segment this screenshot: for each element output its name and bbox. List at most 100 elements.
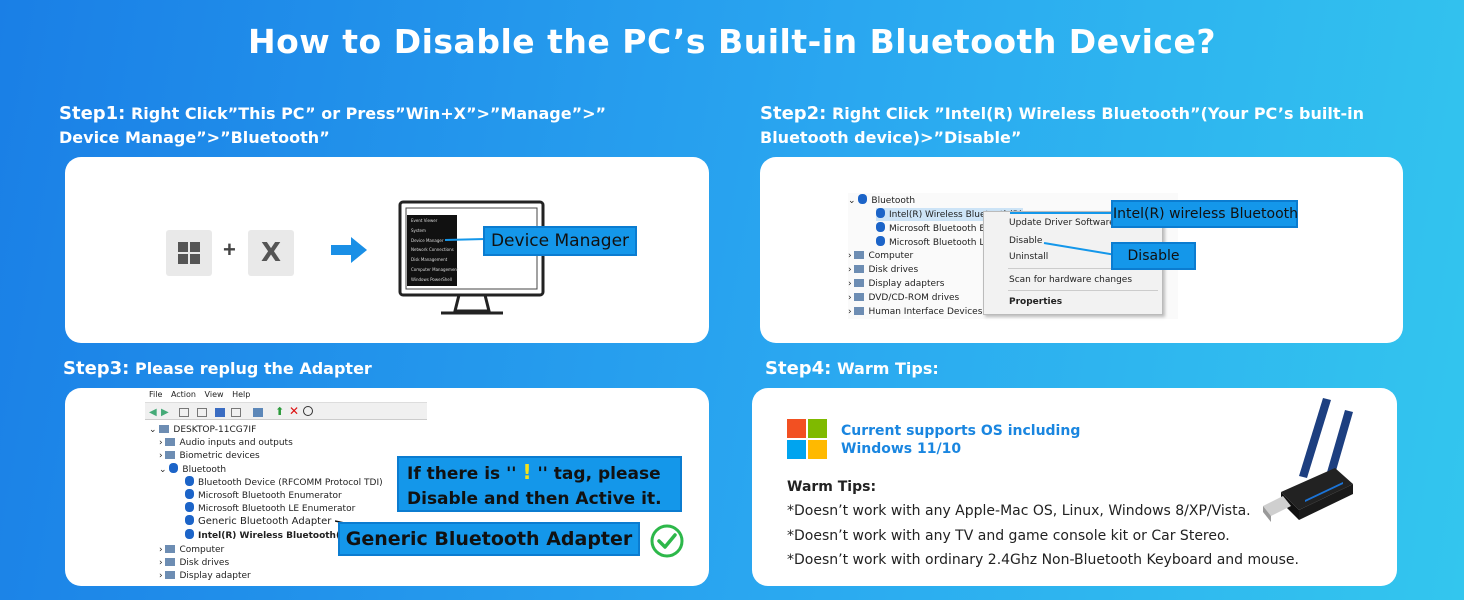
menu-uninstall[interactable]: Uninstall <box>1009 252 1049 262</box>
disk-icon <box>854 265 865 273</box>
menu-help[interactable]: Help <box>232 390 251 399</box>
tree-node-bluetooth[interactable]: ⌄ Bluetooth <box>159 463 227 475</box>
bluetooth-icon <box>185 529 194 539</box>
winx-menu-item[interactable]: Device Manager <box>411 237 444 243</box>
update-driver-icon[interactable]: ⬆ <box>275 405 285 418</box>
x-key: X <box>248 230 294 276</box>
os-support: Current supports OS including Windows 11… <box>841 422 1080 458</box>
bluetooth-icon <box>876 236 885 246</box>
step2-label: Step2: <box>760 103 827 124</box>
tree-node-disk-drives[interactable]: › Disk drives <box>159 558 230 568</box>
os-support-line1: Current supports OS including <box>841 423 1081 439</box>
tree-node-generic-adapter[interactable]: Generic Bluetooth Adapter <box>185 515 331 528</box>
arrow-right-icon <box>331 237 367 263</box>
dvd-icon <box>854 293 865 301</box>
winx-menu-item[interactable]: Network Connections <box>411 247 454 253</box>
tree-node-biometric[interactable]: › Biometric devices <box>159 451 260 461</box>
tree-node-bluetooth[interactable]: ⌄ Bluetooth <box>848 194 916 206</box>
tree-node-ms-le-enumerator[interactable]: Microsoft Bluetooth LE Enumerator <box>876 236 1046 249</box>
computer-icon <box>165 545 176 553</box>
tree-node-display-adapter[interactable]: › Display adapter <box>159 571 251 581</box>
callout-pointer <box>445 238 485 241</box>
tree-node-dvd[interactable]: › DVD/CD-ROM drives <box>848 293 960 303</box>
step4-text: Warm Tips: <box>836 359 939 378</box>
step4-heading: Step4: Warm Tips: <box>765 357 1165 381</box>
display-icon <box>854 279 865 287</box>
windows-key <box>166 230 212 276</box>
winx-menu-item[interactable]: Disk Management <box>411 257 448 263</box>
biometric-icon <box>165 451 176 459</box>
step2-text-line2: Bluetooth device)>”Disable” <box>760 128 1022 147</box>
menu-properties[interactable]: Properties <box>1009 297 1063 307</box>
page-title: How to Disable the PC’s Built-in Bluetoo… <box>248 22 1216 61</box>
tips-title: Warm Tips: <box>787 479 877 495</box>
menu-view[interactable]: View <box>204 390 224 399</box>
device-manager-callout: Device Manager <box>483 226 637 256</box>
replug-warning-callout: If there is '' ! '' tag, please Disable … <box>397 456 682 512</box>
menu-divider <box>1008 290 1158 291</box>
winx-menu-item[interactable]: Windows PowerShell <box>411 276 452 282</box>
help-icon[interactable] <box>215 408 225 417</box>
step2-panel: ⌄ Bluetooth Intel(R) Wireless Bluetooth(… <box>760 157 1403 343</box>
forward-icon[interactable]: ▶ <box>161 407 169 418</box>
device-manager-window: File Action View Help ◀ ▶ ⬆ ✕ ⌄ DESKTOP-… <box>145 388 427 586</box>
bluetooth-icon <box>185 502 194 512</box>
tip-item: *Doesn’t work with any TV and game conso… <box>787 528 1230 544</box>
menu-divider <box>1008 268 1158 269</box>
properties-icon[interactable] <box>179 408 189 417</box>
tree-node-root[interactable]: ⌄ DESKTOP-11CG7IF <box>149 425 257 435</box>
scan-icon[interactable] <box>303 406 313 416</box>
step3-text: Please replug the Adapter <box>134 359 372 378</box>
winx-menu-item[interactable]: Event Viewer <box>411 218 438 223</box>
usb-bluetooth-adapter-image <box>1263 398 1353 522</box>
menu-scan-hardware[interactable]: Scan for hardware changes <box>1009 275 1133 285</box>
tree-node-intel-bt[interactable]: Intel(R) Wireless Bluetooth(R) <box>185 529 351 542</box>
list-icon[interactable] <box>231 408 241 417</box>
disable-callout: Disable <box>1111 242 1196 270</box>
winx-menu-item[interactable]: Computer Management <box>411 267 459 272</box>
menu-file[interactable]: File <box>149 390 163 399</box>
windows-logo-icon <box>178 242 200 264</box>
hid-icon <box>854 307 865 315</box>
monitor-small-icon[interactable] <box>253 408 263 417</box>
generic-adapter-callout: Generic Bluetooth Adapter <box>338 522 640 556</box>
tree-node-ms-enumerator[interactable]: Microsoft Bluetooth Enumerator <box>185 489 342 502</box>
speaker-icon <box>165 438 176 446</box>
tree-node-disk-drives[interactable]: › Disk drives <box>848 265 919 275</box>
step3-label: Step3: <box>63 358 130 379</box>
step3-heading: Step3: Please replug the Adapter <box>63 357 563 381</box>
winx-menu-item[interactable]: System <box>411 227 426 233</box>
tree-node-computer[interactable]: › Computer <box>848 251 914 261</box>
step1-label: Step1: <box>59 103 126 124</box>
bluetooth-icon <box>185 515 194 525</box>
tree-node-ms-enumerator[interactable]: Microsoft Bluetooth Enumerator <box>876 222 1033 235</box>
bluetooth-icon <box>185 476 194 486</box>
tree-node-hid[interactable]: › Human Interface Devices <box>848 307 983 317</box>
tree-node-display-adapters[interactable]: › Display adapters <box>848 279 945 289</box>
computer-icon <box>854 251 865 259</box>
bluetooth-icon <box>876 222 885 232</box>
callout-pointers <box>1010 212 1116 256</box>
view-icon[interactable] <box>197 408 207 417</box>
plus-sign: + <box>223 237 236 262</box>
back-icon[interactable]: ◀ <box>149 407 157 418</box>
warning-mark-icon: ! <box>522 460 532 484</box>
uninstall-icon[interactable]: ✕ <box>289 404 300 418</box>
disk-icon <box>165 558 176 566</box>
menu-update-driver[interactable]: Update Driver Software... <box>1009 218 1124 228</box>
windows-logo-icon <box>787 419 827 459</box>
tree-node-computer[interactable]: › Computer <box>159 545 225 555</box>
tree-node-ms-le-enumerator[interactable]: Microsoft Bluetooth LE Enumerator <box>185 502 355 515</box>
menu-action[interactable]: Action <box>170 390 196 399</box>
step1-heading: Step1: Right Click”This PC” or Press”Win… <box>59 102 679 150</box>
tree-node-rfcomm[interactable]: Bluetooth Device (RFCOMM Protocol TDI) <box>185 476 383 489</box>
menu-disable[interactable]: Disable <box>1009 236 1043 246</box>
bluetooth-icon <box>876 208 885 218</box>
step2-text-line1: Right Click ”Intel(R) Wireless Bluetooth… <box>831 104 1365 123</box>
os-support-line2: Windows 11/10 <box>841 441 962 457</box>
bluetooth-icon <box>185 489 194 499</box>
tree-node-audio[interactable]: › Audio inputs and outputs <box>159 438 293 448</box>
tip-item: *Doesn’t work with any Apple-Mac OS, Lin… <box>787 503 1251 519</box>
